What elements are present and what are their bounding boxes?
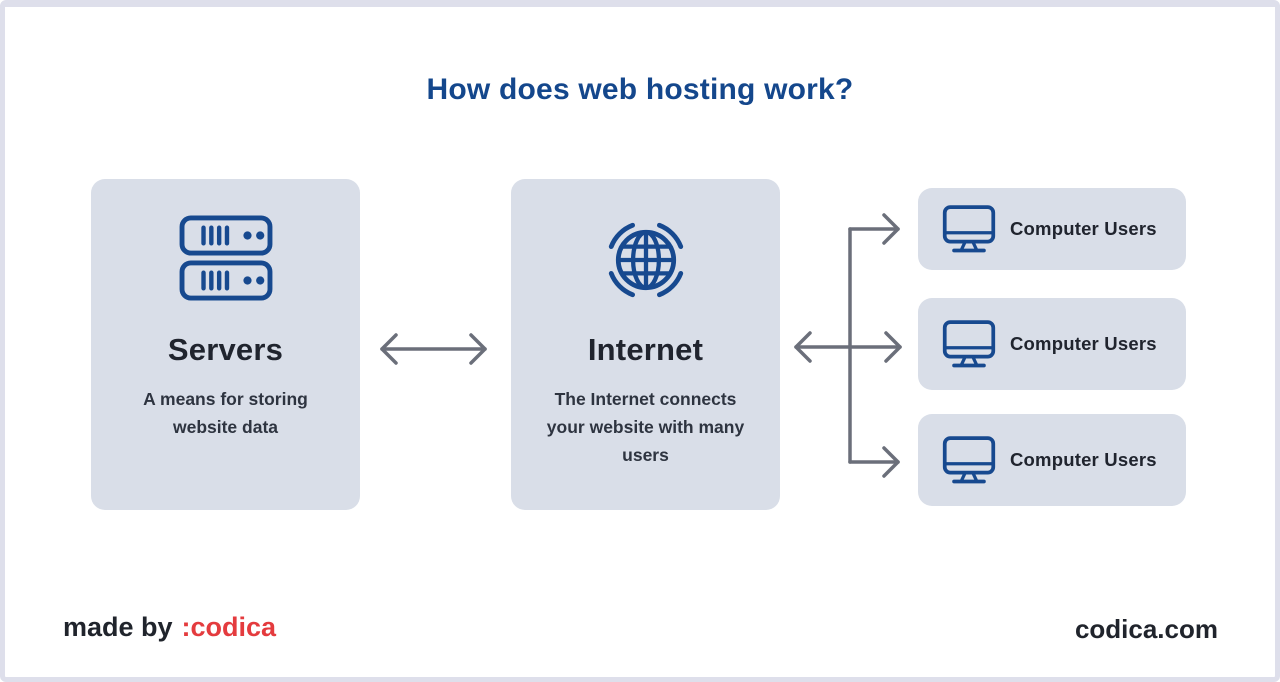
computer-users-label: Computer Users	[1010, 218, 1157, 239]
globe-icon	[603, 217, 689, 303]
computer-users-card-2: Computer Users	[918, 298, 1186, 390]
codica-logo: :codica	[181, 612, 277, 642]
monitor-icon	[941, 204, 997, 255]
internet-heading: Internet	[587, 332, 704, 367]
servers-description: A means for storing website data	[143, 389, 308, 437]
servers-card: Servers A means for storing website data	[91, 179, 360, 510]
monitor-icon	[941, 435, 997, 486]
server-icon	[179, 215, 273, 301]
branch-arrow	[794, 213, 902, 478]
computer-users-label: Computer Users	[1010, 449, 1157, 470]
computer-users-label: Computer Users	[1010, 333, 1157, 354]
made-by-credit: made by :codica	[63, 612, 276, 643]
website-url: codica.com	[1074, 614, 1218, 644]
page-title: How does web hosting work?	[426, 73, 854, 106]
monitor-icon	[941, 319, 997, 370]
internet-card: Internet The Internet connects your webs…	[511, 179, 780, 510]
made-by-label: made by	[63, 612, 173, 642]
computer-users-card-1: Computer Users	[918, 188, 1186, 270]
internet-description: The Internet connects your website with …	[546, 389, 745, 465]
computer-users-card-3: Computer Users	[918, 414, 1186, 506]
double-arrow	[380, 333, 487, 365]
servers-heading: Servers	[167, 332, 284, 367]
